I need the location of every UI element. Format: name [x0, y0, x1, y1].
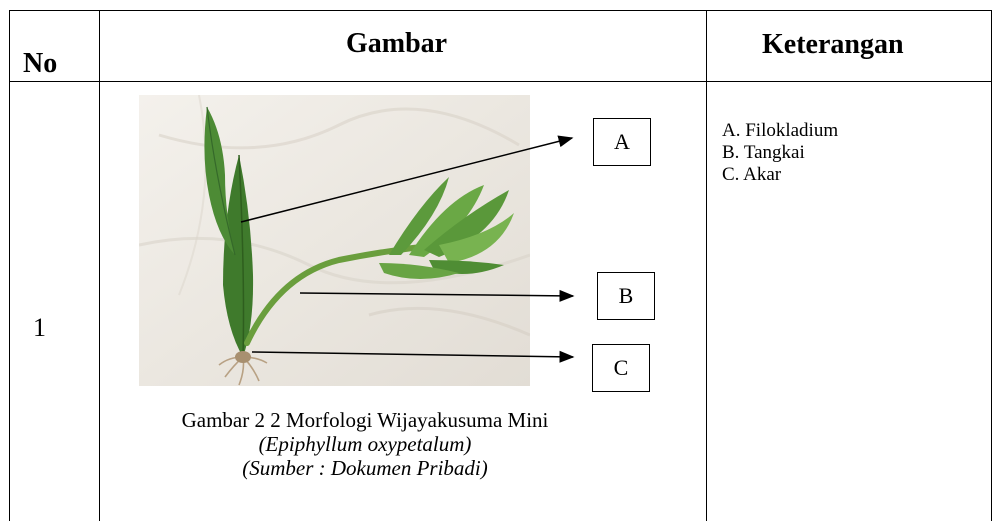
- label-c: C: [592, 344, 650, 392]
- label-b: B: [597, 272, 655, 320]
- keterangan-item-b: B. Tangkai: [722, 142, 838, 164]
- figure-caption: Gambar 2 2 Morfologi Wijayakusuma Mini (…: [100, 408, 630, 480]
- keterangan-list: A. Filokladium B. Tangkai C. Akar: [722, 120, 838, 186]
- caption-title: Gambar 2 2 Morfologi Wijayakusuma Mini: [100, 408, 630, 432]
- caption-species: (Epiphyllum oxypetalum): [100, 432, 630, 456]
- arrow-b: [300, 293, 573, 296]
- keterangan-item-a: A. Filokladium: [722, 120, 838, 142]
- label-a: A: [593, 118, 651, 166]
- keterangan-item-c: C. Akar: [722, 164, 838, 186]
- arrow-c: [252, 352, 573, 357]
- arrow-a: [241, 138, 572, 222]
- caption-source: (Sumber : Dokumen Pribadi): [100, 456, 630, 480]
